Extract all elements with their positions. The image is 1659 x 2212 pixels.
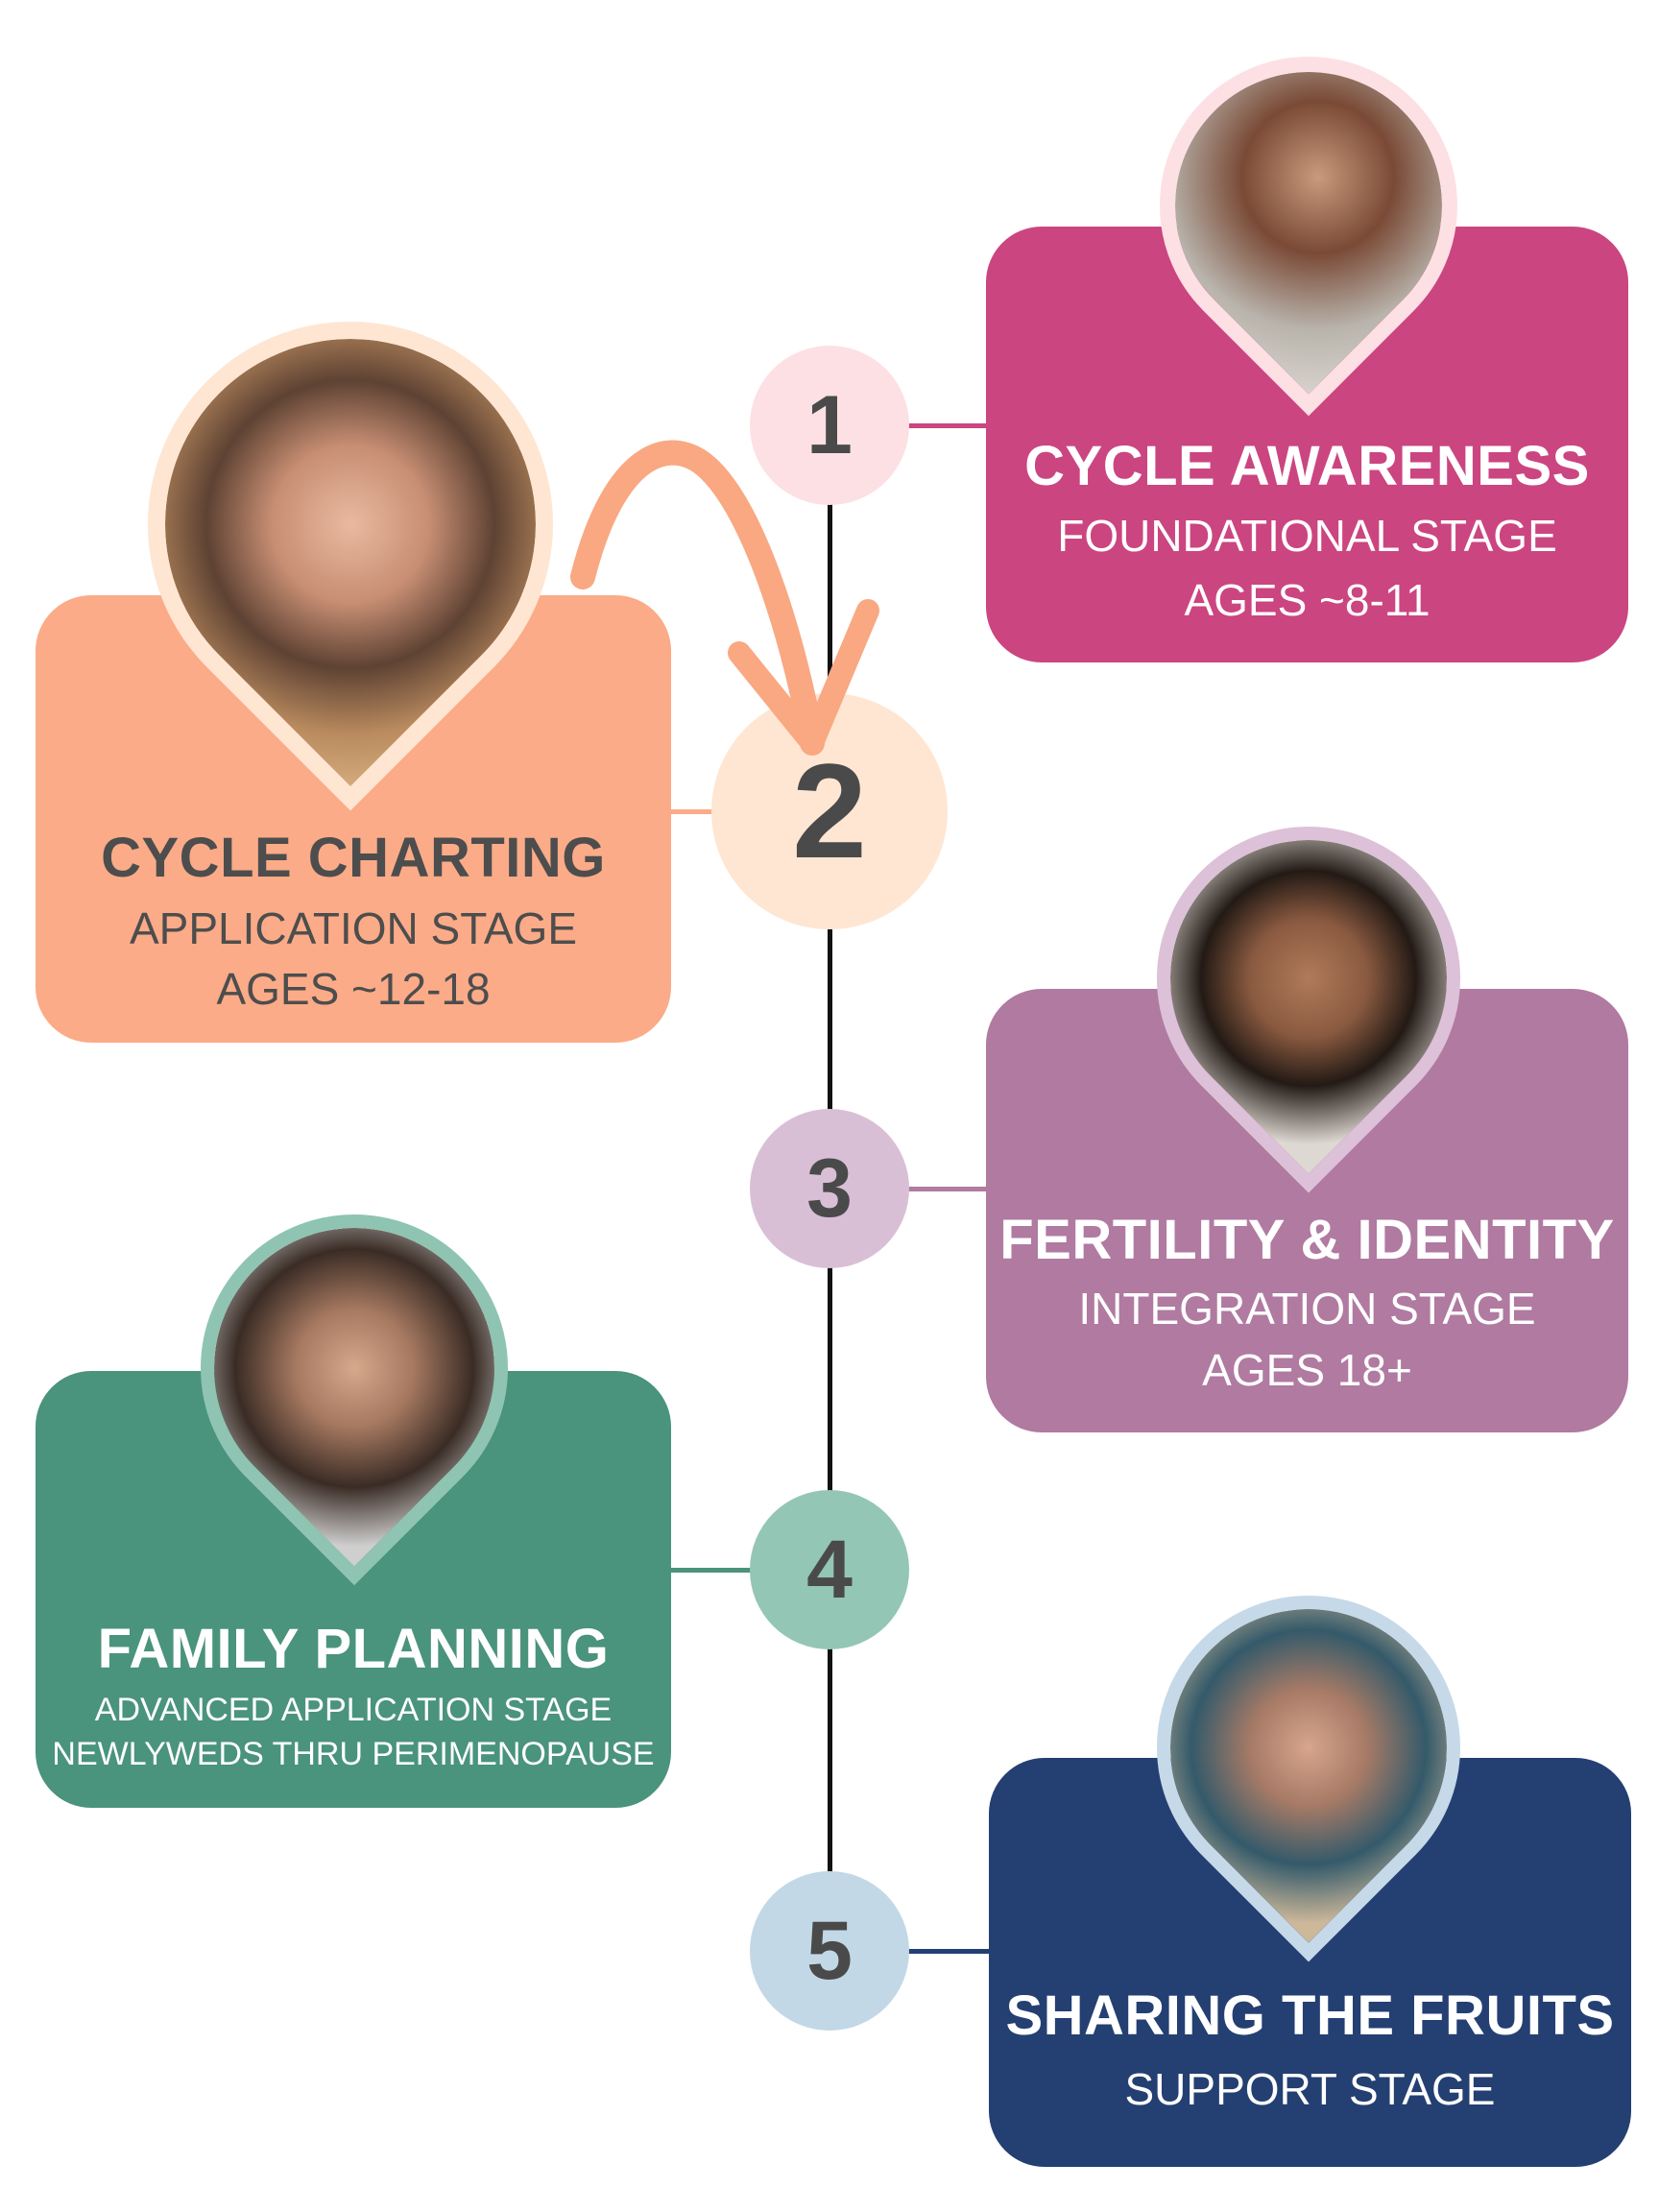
step-number-1: 1 [750,346,909,505]
step-number-text: 2 [792,735,867,886]
stage-subtitle-1: FOUNDATIONAL STAGE [1057,511,1557,561]
stage-detail-2: AGES ~12-18 [216,964,491,1014]
stage-detail-3: AGES 18+ [1202,1345,1412,1395]
step-number-text: 5 [806,1904,853,1997]
stage-subtitle-5: SUPPORT STAGE [1124,2064,1496,2114]
step-number-2: 2 [711,693,948,929]
stage-title-2: CYCLE CHARTING [101,827,606,889]
connector-4 [667,1568,754,1573]
stage-title-1: CYCLE AWARENESS [1024,435,1590,497]
stage-subtitle-4: ADVANCED APPLICATION STAGE [94,1692,613,1728]
step-number-3: 3 [750,1109,909,1268]
stage-detail-1: AGES ~8-11 [1184,575,1431,625]
stage-subtitle-2: APPLICATION STAGE [129,903,578,953]
stage-title-4: FAMILY PLANNING [97,1618,610,1680]
step-number-4: 4 [750,1490,909,1649]
step-number-5: 5 [750,1871,909,2031]
stage-title-3: FERTILITY & IDENTITY [999,1209,1615,1271]
connector-5 [907,1949,992,1954]
connector-1 [907,423,989,428]
connector-3 [907,1187,989,1191]
step-number-text: 4 [806,1523,853,1616]
connector-2 [667,809,715,814]
stage-subtitle-3: INTEGRATION STAGE [1078,1284,1536,1334]
stage-detail-4: NEWLYWEDS THRU PERIMENOPAUSE [52,1736,655,1772]
step-number-text: 3 [806,1142,853,1235]
stage-title-5: SHARING THE FRUITS [1005,1984,1615,2047]
step-number-text: 1 [806,378,853,471]
